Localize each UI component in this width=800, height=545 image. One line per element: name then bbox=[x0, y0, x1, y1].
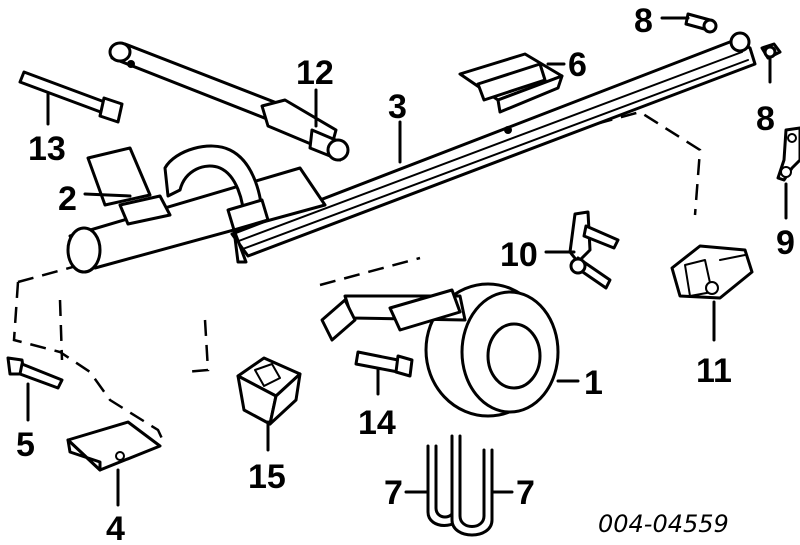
shock-absorber bbox=[108, 41, 350, 162]
callout-11: 11 bbox=[696, 352, 732, 390]
axle-tube bbox=[320, 288, 467, 342]
bracket-10 bbox=[568, 210, 620, 290]
bolt-14 bbox=[354, 350, 414, 378]
axle-housing bbox=[66, 144, 327, 274]
leaf-spring bbox=[230, 31, 757, 264]
bushing-8a bbox=[684, 12, 718, 34]
hanger-11 bbox=[670, 244, 754, 300]
callout-10: 10 bbox=[500, 236, 538, 274]
pad-4 bbox=[66, 420, 162, 472]
callout-14: 14 bbox=[358, 404, 396, 442]
callout-6: 6 bbox=[568, 46, 587, 84]
spring-plate bbox=[458, 52, 564, 114]
bushing-8b bbox=[760, 42, 782, 60]
callouts: 1 2 3 4 5 6 7 7 8 8 9 10 11 12 13 14 15 bbox=[16, 2, 795, 545]
callout-13: 13 bbox=[28, 130, 66, 168]
callout-8b: 8 bbox=[756, 100, 775, 138]
callout-9: 9 bbox=[776, 224, 795, 262]
bolt-5 bbox=[6, 356, 64, 390]
u-bolt-7b bbox=[450, 434, 494, 537]
callout-15: 15 bbox=[248, 458, 286, 496]
diagram-code: 004-04559 bbox=[598, 510, 729, 538]
callout-8a: 8 bbox=[634, 2, 653, 40]
callout-4: 4 bbox=[106, 510, 125, 545]
callout-3: 3 bbox=[388, 88, 407, 126]
callout-2: 2 bbox=[58, 180, 77, 218]
callout-5: 5 bbox=[16, 426, 35, 464]
callout-7a: 7 bbox=[384, 474, 403, 512]
callout-12: 12 bbox=[296, 54, 334, 92]
leader-lines bbox=[26, 16, 788, 507]
shackle-9 bbox=[776, 126, 800, 182]
bolt-13 bbox=[18, 70, 124, 124]
callout-7b: 7 bbox=[516, 474, 535, 512]
frame-outline bbox=[12, 110, 702, 446]
bumper-15 bbox=[236, 356, 302, 426]
callout-1: 1 bbox=[584, 364, 603, 402]
